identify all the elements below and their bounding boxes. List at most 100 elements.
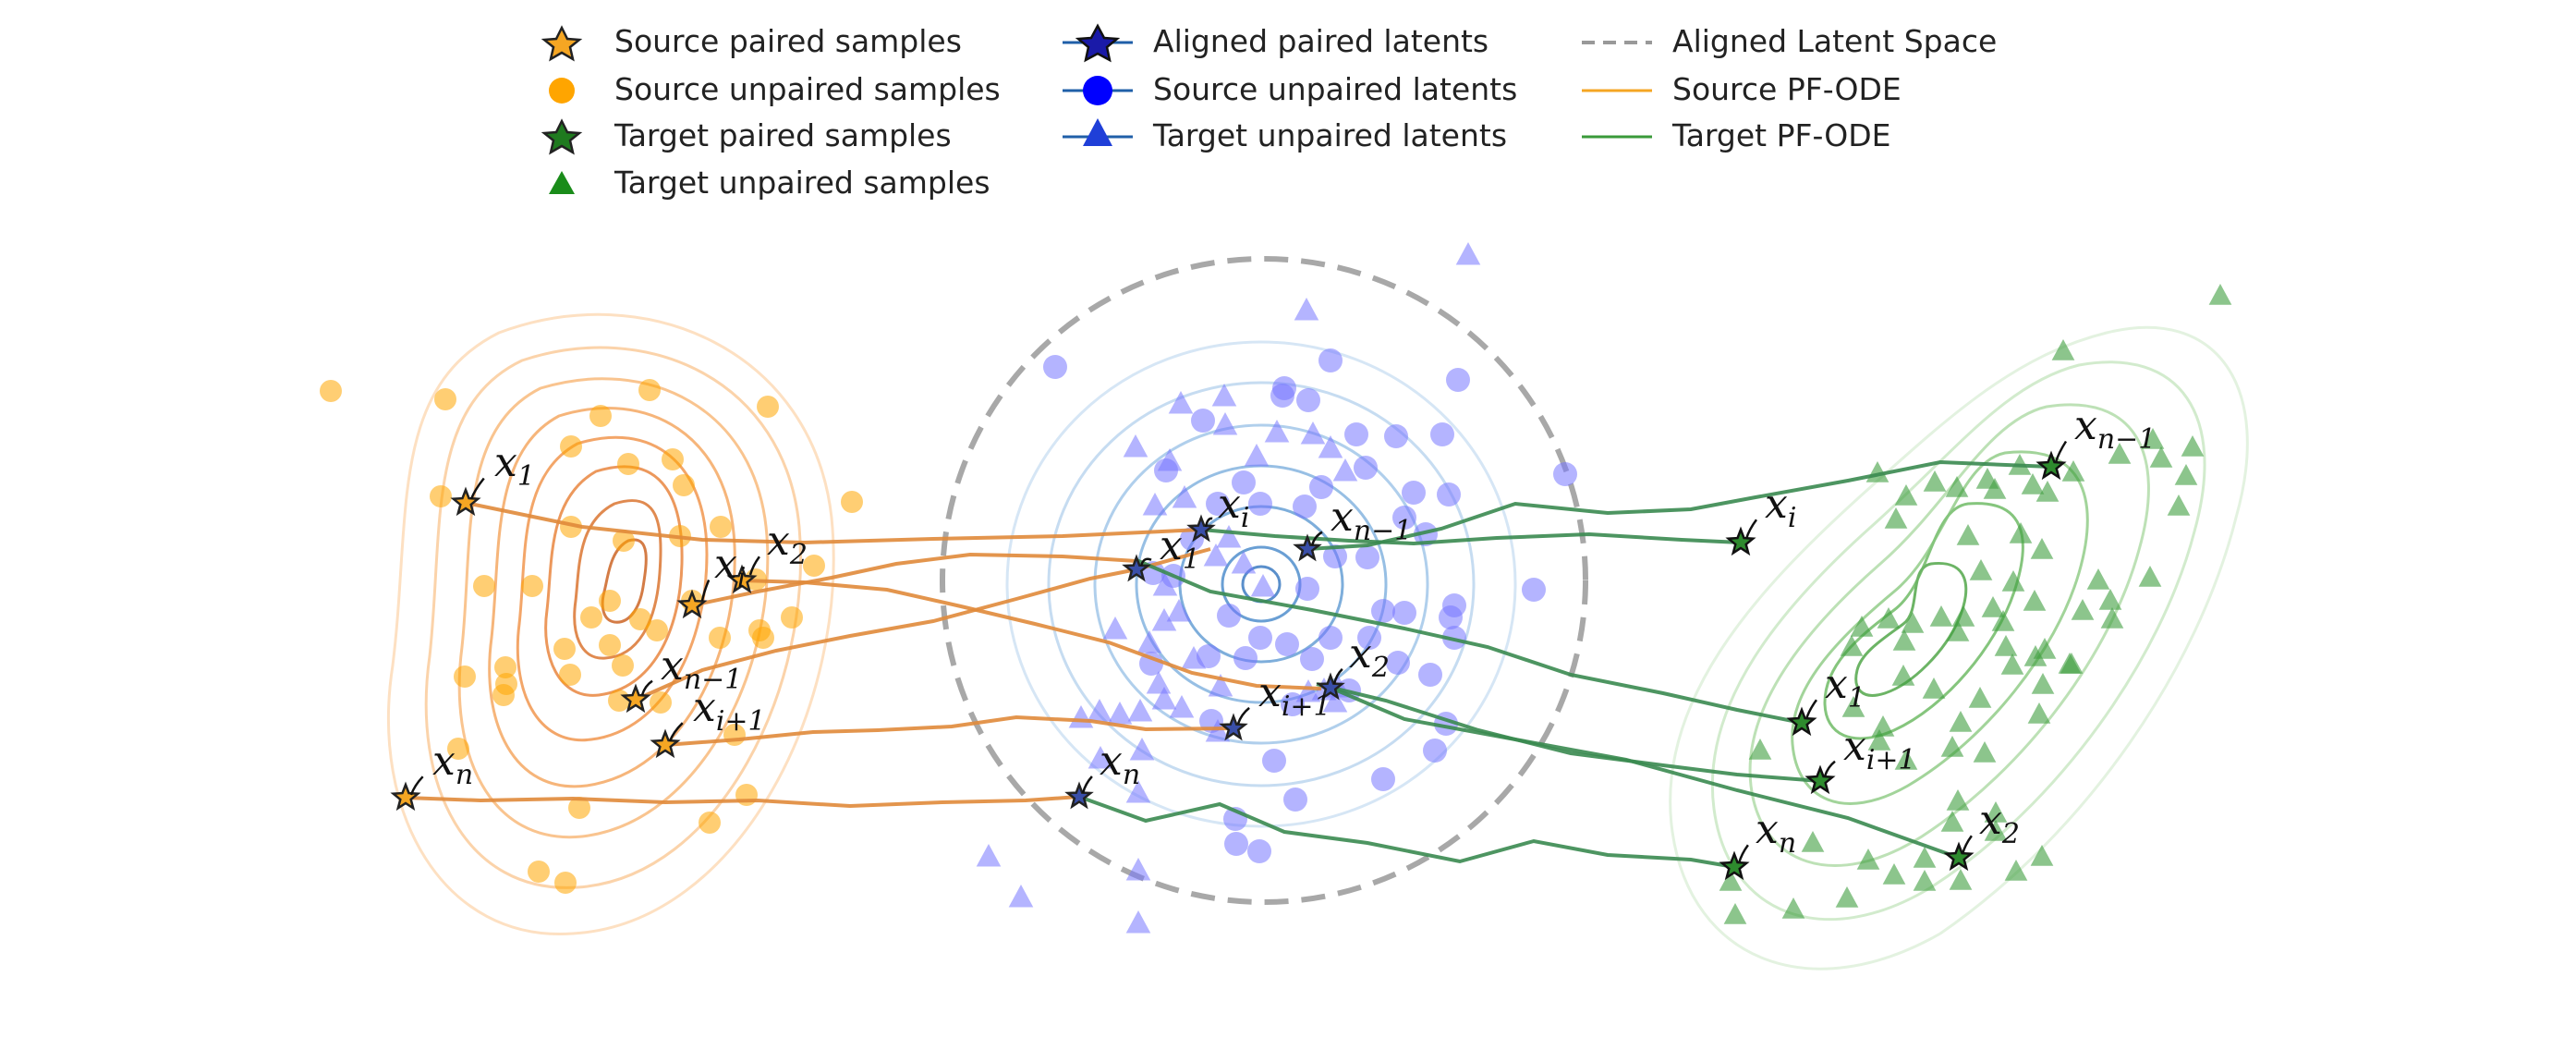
aligned-paired-latent [1122, 554, 1151, 582]
source-unpaired-latent [1371, 599, 1395, 623]
point-label: x1 [494, 439, 535, 493]
target-unpaired-sample [1892, 629, 1916, 651]
source-unpaired-latent [1233, 646, 1258, 670]
source-unpaired-sample [554, 872, 577, 894]
source-unpaired-sample [757, 396, 779, 418]
triangle-marker-icon [1083, 118, 1112, 146]
target-unpaired-sample [2027, 702, 2051, 724]
point-label: x2 [1349, 630, 1390, 684]
source-unpaired-latent [1232, 470, 1256, 494]
source-unpaired-sample [710, 516, 732, 538]
target-paired-sample [1719, 850, 1750, 881]
legend-label: Source PF-ODE [1672, 71, 1902, 107]
target-unpaired-sample [1951, 605, 1975, 627]
source-unpaired-sample [638, 379, 661, 401]
target-unpaired-sample [2058, 653, 2082, 674]
source-unpaired-latent [1323, 544, 1347, 568]
target-unpaired-sample [1991, 610, 2015, 631]
target-unpaired-sample [2009, 522, 2033, 543]
target-unpaired-latent [1102, 617, 1128, 640]
target-unpaired-latent [1166, 599, 1192, 622]
target-unpaired-latent [1212, 412, 1238, 435]
target-unpaired-sample [1929, 605, 1953, 627]
circle-marker-icon [1083, 76, 1112, 105]
target-unpaired-sample [2098, 589, 2122, 610]
source-unpaired-latent [1318, 348, 1343, 372]
target-unpaired-latent [1136, 630, 1162, 653]
target-unpaired-sample [1913, 847, 1937, 868]
legend-entry-target-paired-samples: Target paired samples [541, 117, 952, 155]
legend-label: Source unpaired latents [1153, 71, 1517, 107]
circle-marker-icon [549, 78, 575, 104]
source-unpaired-latent [1414, 522, 1438, 546]
source-pf-ode-path [741, 579, 1322, 690]
source-unpaired-sample [752, 627, 774, 649]
label-leader-line [700, 580, 711, 602]
target-unpaired-latent [1211, 384, 1237, 407]
target-unpaired-sample [1894, 484, 1918, 506]
source-unpaired-sample [434, 388, 456, 410]
target-unpaired-latent [1300, 421, 1326, 445]
label-leader-line [469, 477, 485, 500]
target-unpaired-sample [1983, 478, 2007, 499]
point-label: x2 [1979, 797, 2020, 850]
source-pf-ode-path [405, 795, 1080, 809]
target-unpaired-latent [1087, 699, 1112, 722]
label-leader-line [1310, 531, 1323, 546]
target-unpaired-sample [1949, 711, 1973, 732]
source-unpaired-sample [599, 634, 621, 656]
label-leader-line [1236, 706, 1250, 725]
label-leader-line [1804, 699, 1818, 720]
target-unpaired-sample [2023, 590, 2047, 611]
target-unpaired-latent [1123, 434, 1148, 458]
target-unpaired-latent [1129, 738, 1155, 761]
label-leader-line [1139, 557, 1152, 567]
target-unpaired-sample [2108, 443, 2132, 464]
target-pf-ode-path [1316, 682, 1821, 783]
legend-entry-aligned-latent-space: Aligned Latent Space [1582, 23, 1997, 59]
source-unpaired-sample [473, 575, 495, 597]
source-unpaired-sample [528, 861, 550, 883]
target-paired-sample [1786, 706, 1817, 737]
legend-entry-source-paired-samples: Source paired samples [541, 23, 962, 62]
point-label: xn [1756, 806, 1796, 860]
target-unpaired-sample [2071, 599, 2095, 620]
aligned-paired-latent [1064, 781, 1094, 810]
target-unpaired-sample [2100, 607, 2124, 629]
label-leader-line [748, 556, 760, 576]
target-unpaired-latent [1264, 420, 1290, 443]
source-unpaired-latent [1392, 506, 1416, 530]
source-unpaired-latent [1371, 767, 1395, 791]
target-unpaired-sample [1850, 616, 1874, 637]
target-unpaired-sample [1901, 612, 1925, 633]
target-unpaired-sample [1968, 687, 1992, 708]
source-unpaired-sample [521, 575, 543, 597]
target-unpaired-sample [1867, 729, 1891, 751]
source-unpaired-latent [1430, 422, 1454, 446]
source-unpaired-latent [1309, 475, 1333, 499]
source-unpaired-sample [494, 656, 516, 678]
target-unpaired-sample [2149, 446, 2173, 468]
legend-label: Source paired samples [614, 23, 962, 59]
source-unpaired-sample [781, 606, 803, 629]
target-unpaired-latent [1295, 679, 1321, 702]
target-unpaired-latent [1244, 444, 1270, 467]
legend-entry-source-pf-ode: Source PF-ODE [1582, 71, 1902, 107]
point-label: xi [1765, 481, 1796, 534]
target-unpaired-sample [1973, 741, 1997, 763]
source-unpaired-latent [1522, 578, 1546, 602]
legend-entry-target-unpaired-samples: Target unpaired samples [549, 165, 990, 201]
scatter-points [320, 242, 2232, 934]
target-pf-ode-path [1200, 528, 1742, 546]
source-pf-ode-path [691, 552, 1137, 607]
legend-label: Aligned Latent Space [1672, 23, 1997, 59]
point-label: x1 [1160, 522, 1200, 576]
point-label: xi+1 [1258, 669, 1331, 723]
source-pf-ode-path [465, 501, 1202, 545]
source-unpaired-sample [629, 608, 651, 630]
point-label: xn [1100, 738, 1140, 791]
target-unpaired-sample [1946, 789, 1970, 811]
source-unpaired-latent [1437, 482, 1461, 507]
source-unpaired-sample [673, 474, 695, 496]
